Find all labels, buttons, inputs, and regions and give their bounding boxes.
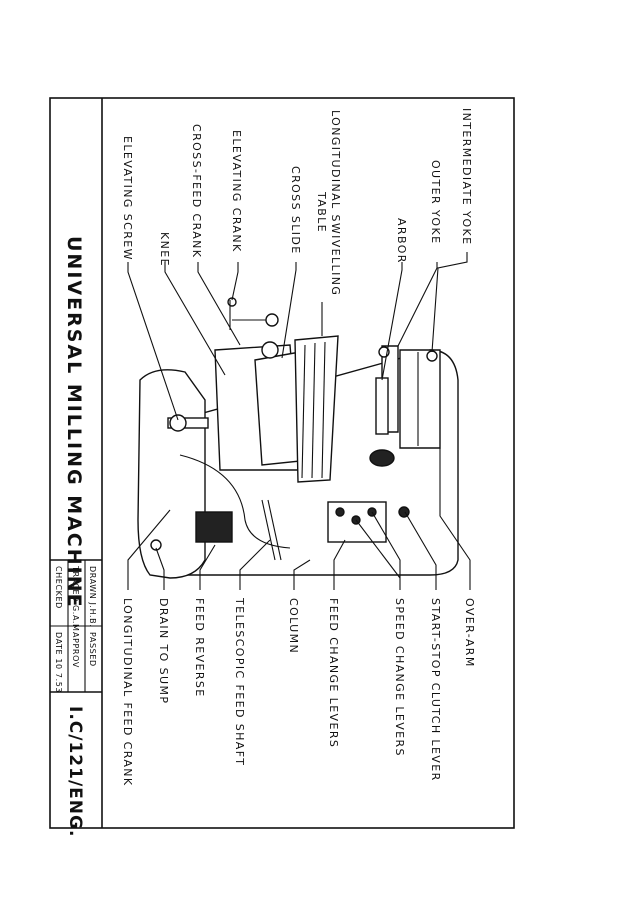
leader-lines <box>127 252 471 590</box>
label-start-stop-clutch-lever: START-STOP CLUTCH LEVER <box>429 598 442 782</box>
label-feed-change-levers: FEED CHANGE LEVERS <box>327 598 340 748</box>
label-intermediate-yoke: INTERMEDIATE YOKE <box>460 108 473 246</box>
checked-field: CHECKED <box>54 566 63 609</box>
label-arbor: ARBOR <box>395 218 408 264</box>
label-drain-to-sump: DRAIN TO SUMP <box>157 598 170 704</box>
label-cross-slide: CROSS SLIDE <box>289 166 302 255</box>
label-elevating-screw: ELEVATING SCREW <box>121 136 134 261</box>
label-telescopic-feed-shaft: TELESCOPIC FEED SHAFT <box>233 597 246 766</box>
traced-field: TRACED G.A.M. <box>71 565 80 635</box>
label-longitudinal-feed-crank: LONGITUDINAL FEED CRANK <box>121 598 134 787</box>
label-outer-yoke: OUTER YOKE <box>429 160 442 244</box>
drawing-title: UNIVERSAL MILLING MACHINE <box>63 236 85 609</box>
label-knee: KNEE <box>158 232 171 267</box>
approv-field: APPROV <box>71 632 80 668</box>
drawing-border <box>49 97 515 829</box>
label-elevating-crank: ELEVATING CRANK <box>230 130 243 253</box>
passed-field: PASSED <box>88 632 97 667</box>
date-field: DATE 10 7.53 <box>54 632 63 693</box>
label-over-arm: OVER-ARM <box>463 598 476 668</box>
label-feed-reverse: FEED REVERSE <box>193 598 206 698</box>
title-block <box>50 560 102 693</box>
drawing-number: I.C/121/ENG. <box>65 706 85 837</box>
label-longitudinal-swivelling: LONGITUDINAL SWIVELLING <box>329 110 342 296</box>
label-cross-feed-crank: CROSS-FEED CRANK <box>190 124 203 258</box>
drawn-field: DRAWN J.H.B. <box>88 566 97 627</box>
label-speed-change-levers: SPEED CHANGE LEVERS <box>393 598 406 757</box>
label-column: COLUMN <box>287 598 300 654</box>
milling-machine-illustration <box>137 297 459 579</box>
label-table: TABLE <box>315 191 328 233</box>
